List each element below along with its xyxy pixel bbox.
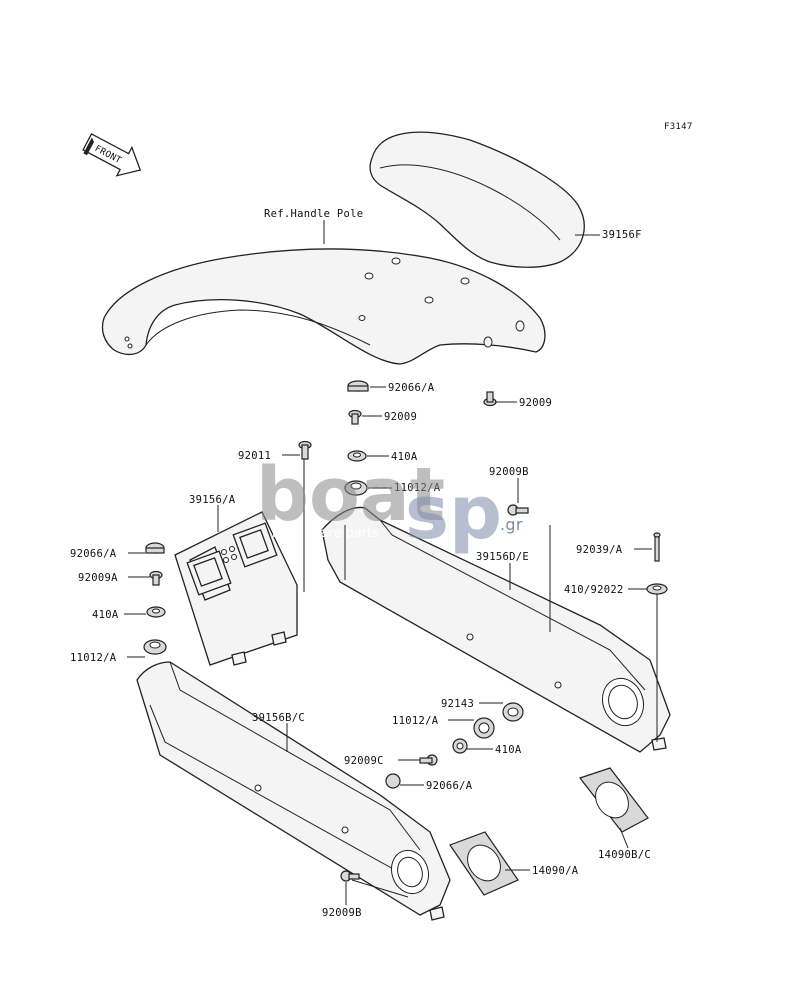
bolt-92011 xyxy=(298,440,312,460)
grommet-11012A-mid xyxy=(344,480,368,496)
bolt-92009-mid xyxy=(348,409,362,425)
label-14090BC: 14090B/C xyxy=(598,849,651,861)
label-92066A-left: 92066/A xyxy=(70,548,117,560)
figure-code: F3147 xyxy=(664,122,693,132)
seat-cushion-39156F xyxy=(369,131,585,268)
label-410A-low: 410A xyxy=(495,744,522,756)
washer-410A-mid xyxy=(347,450,367,462)
label-92143: 92143 xyxy=(441,698,474,710)
bolt-92009B-top xyxy=(507,504,529,516)
ref-handle-pole-label: Ref.Handle Pole xyxy=(264,208,363,220)
grommet-92066A-left xyxy=(145,542,165,554)
grommet-92066A-low xyxy=(385,773,401,789)
leader-lines xyxy=(124,234,658,905)
hood-cover xyxy=(101,248,546,365)
grommet-92066A-top xyxy=(347,380,369,392)
trim-ring-14090A xyxy=(449,831,519,896)
label-410A-mid: 410A xyxy=(391,451,418,463)
side-panel-39156BC xyxy=(136,661,451,921)
label-39156DE: 39156D/E xyxy=(476,551,529,563)
watermark-logo: boat sp .gr boat spare parts xyxy=(256,452,523,556)
label-39156BC: 39156B/C xyxy=(252,712,305,724)
front-arrow-icon: FRONT xyxy=(82,133,142,177)
label-92039A: 92039/A xyxy=(576,544,623,556)
watermark-brand-part2: sp xyxy=(405,470,502,556)
collar-92143 xyxy=(502,702,524,722)
center-panel-39156A xyxy=(174,511,298,666)
watermark-brand-suffix: .gr xyxy=(500,515,523,534)
label-410-92022: 410/92022 xyxy=(564,584,624,596)
label-92066A-low: 92066/A xyxy=(426,780,473,792)
label-92009B-top: 92009B xyxy=(489,466,529,478)
washer-410A-low xyxy=(452,738,468,754)
bolt-92009-right xyxy=(483,391,497,407)
side-panel-39156DE xyxy=(321,506,671,753)
label-92009A: 92009A xyxy=(78,572,118,584)
trim-ring-14090BC xyxy=(579,767,649,833)
watermark-tagline: boat spare parts xyxy=(272,526,379,541)
label-92009-mid: 92009 xyxy=(384,411,417,423)
grommet-11012A-low xyxy=(473,717,495,739)
label-11012A-mid: 11012/A xyxy=(394,482,441,494)
bolt-92009C xyxy=(419,754,438,766)
label-92066A-top: 92066/A xyxy=(388,382,435,394)
label-410A-left: 410A xyxy=(92,609,119,621)
grommet-11012A-left xyxy=(143,639,167,655)
label-92009-right: 92009 xyxy=(519,397,552,409)
label-11012A-low: 11012/A xyxy=(392,715,439,727)
label-92009C: 92009C xyxy=(344,755,384,767)
label-92009B-bottom: 92009B xyxy=(322,907,362,919)
label-11012A-left: 11012/A xyxy=(70,652,117,664)
label-39156A: 39156/A xyxy=(189,494,236,506)
washer-410A-left xyxy=(146,606,166,618)
label-14090A: 14090/A xyxy=(532,865,579,877)
bolt-92009B-bottom xyxy=(340,870,360,882)
washer-410-92022 xyxy=(646,583,668,595)
label-92011: 92011 xyxy=(238,450,271,462)
bolt-92009A xyxy=(149,570,163,586)
pin-92039A xyxy=(653,532,661,562)
watermark-brand-part1: boat xyxy=(256,452,445,538)
label-39156F: 39156F xyxy=(602,229,642,241)
